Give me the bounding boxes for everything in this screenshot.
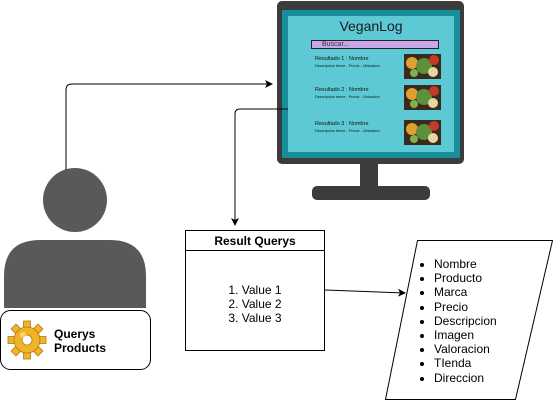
fields-list: Nombre Producto Marca Precio Descripcion… <box>418 257 553 385</box>
app-title: VeganLog <box>339 18 403 34</box>
result-3-thumbnail <box>404 120 441 145</box>
result-value-2: 2. Value 2 <box>228 297 282 311</box>
search-input[interactable]: Buscar... <box>322 41 350 48</box>
field-item: Producto <box>434 271 553 285</box>
field-item: Descripcion <box>434 314 553 328</box>
result-3-desc: Descripcion breve - Precio - Ubicacion <box>315 129 380 133</box>
field-item: Valoracion <box>434 342 553 356</box>
result-3-title[interactable]: Resultado 3 : Nombre <box>315 121 369 127</box>
result-querys-title: Result Querys <box>214 234 296 248</box>
user-person-icon <box>4 168 146 308</box>
connector-results-to-fields <box>324 288 406 297</box>
gear-icon <box>7 320 47 360</box>
field-item: TIenda <box>434 356 553 370</box>
result-1-desc: Descripcion breve - Precio - Ubicacion <box>315 64 380 68</box>
result-2-desc: Descripcion breve - Precio - Ubicacion <box>315 95 380 99</box>
field-item: Direccion <box>434 371 553 385</box>
result-querys-list: 1. Value 1 2. Value 2 3. Value 3 <box>186 283 324 325</box>
query-card-label-1: Querys <box>54 327 96 341</box>
field-item: Nombre <box>434 257 553 271</box>
search-bar[interactable] <box>311 40 439 49</box>
field-item: Marca <box>434 285 553 299</box>
connector-user-to-monitor <box>65 80 273 170</box>
result-value-1: 1. Value 1 <box>228 283 282 297</box>
result-2-title[interactable]: Resultado 2 : Nombre <box>315 87 369 93</box>
query-card-label-2: Products <box>54 341 107 355</box>
result-value-3: 3. Value 3 <box>228 311 282 325</box>
result-1-thumbnail <box>404 54 441 79</box>
result-1-title[interactable]: Resultado 1 : Nombre <box>315 56 369 62</box>
connector-monitor-to-results <box>231 108 288 226</box>
monitor-base <box>312 186 430 200</box>
fields-parallelogram <box>384 240 553 400</box>
field-item: Precio <box>434 300 553 314</box>
monitor-neck <box>360 164 378 188</box>
result-2-thumbnail <box>404 85 441 110</box>
field-item: Imagen <box>434 328 553 342</box>
